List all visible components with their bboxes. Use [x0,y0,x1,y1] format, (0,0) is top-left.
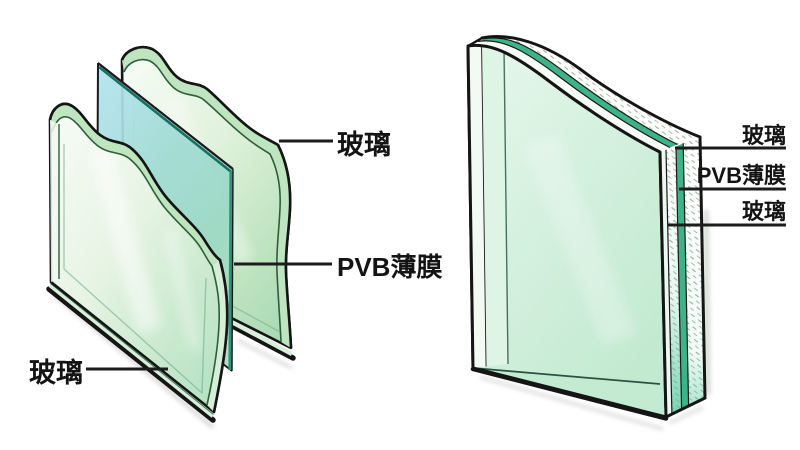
right-column-line2 [675,146,683,410]
right-face-edge-strip [660,149,672,418]
top-band-outer-line [480,34,702,139]
glass-pane-front-bottom-edge [46,286,216,423]
panel-bottom-edge-thick [470,366,669,421]
label-pvb-film-right: PVB薄膜 [697,163,786,188]
glass-pane-front-inner-contour [63,144,207,394]
top-glass-edge-texture-pattern [482,36,700,145]
pvb-film-top-edge-teal [98,65,233,174]
top-pvb-layer-strip [478,37,678,148]
right-column-bottom-cap [664,396,707,419]
panel-face-outline [466,43,668,419]
glass-pane-front [46,102,229,423]
pvb-film-top-edge [97,62,234,170]
glass-pane-front-bottom-strip [48,283,215,418]
exploded-view: 玻璃 PVB薄膜 玻璃 [29,45,442,429]
label-glass-inner-right: 玻璃 [742,199,786,224]
right-glass2-edge-tint [683,137,705,406]
glass-pane-front-shine [88,146,201,352]
panel-top-band [467,34,702,152]
panel-left-inner-line [503,46,509,365]
glass-pane-back-outer-line [120,45,293,349]
left-labels: 玻璃 PVB薄膜 玻璃 [29,130,442,388]
glass-pane-front-outer-line [48,102,229,413]
glass-pane-front-inner-line [51,116,221,406]
glass-pane-front-right-band [207,260,228,412]
panel-bottom-bevel-line [472,367,661,385]
right-labels: 玻璃 PVB薄膜 玻璃 [668,123,786,227]
pvb-film-right-edge [231,168,234,372]
pvb-film-right-edge-teal [228,170,233,371]
right-glass1-edge-tint [666,146,682,415]
panel-face-shine [523,133,637,347]
label-pvb-film-left: PVB薄膜 [337,252,442,282]
glass-pane-front-left-band [50,120,59,282]
right-column-outer-edge [698,135,707,400]
panel-left-inner-strip [482,44,508,367]
top-glass-edge-strip [468,40,670,152]
label-glass-bottom-left: 玻璃 [29,358,83,388]
glass-pane-front-edge-band [50,103,220,266]
right-pvb-layer-strip [676,143,689,410]
glass-pane-front-bottom-innerline [50,283,214,415]
top-band-line-a [477,40,671,149]
right-column-line1 [665,149,673,415]
panel-right-column [660,135,707,419]
top-band-line-b [485,37,678,146]
label-glass-outer-right: 玻璃 [742,123,786,148]
glass-pane-back-inner-line [123,58,282,343]
assembled-view: 玻璃 PVB薄膜 玻璃 [466,34,786,431]
right-column-line3 [682,143,690,407]
panel-shadows [479,209,711,431]
label-glass-top-left: 玻璃 [337,130,391,160]
